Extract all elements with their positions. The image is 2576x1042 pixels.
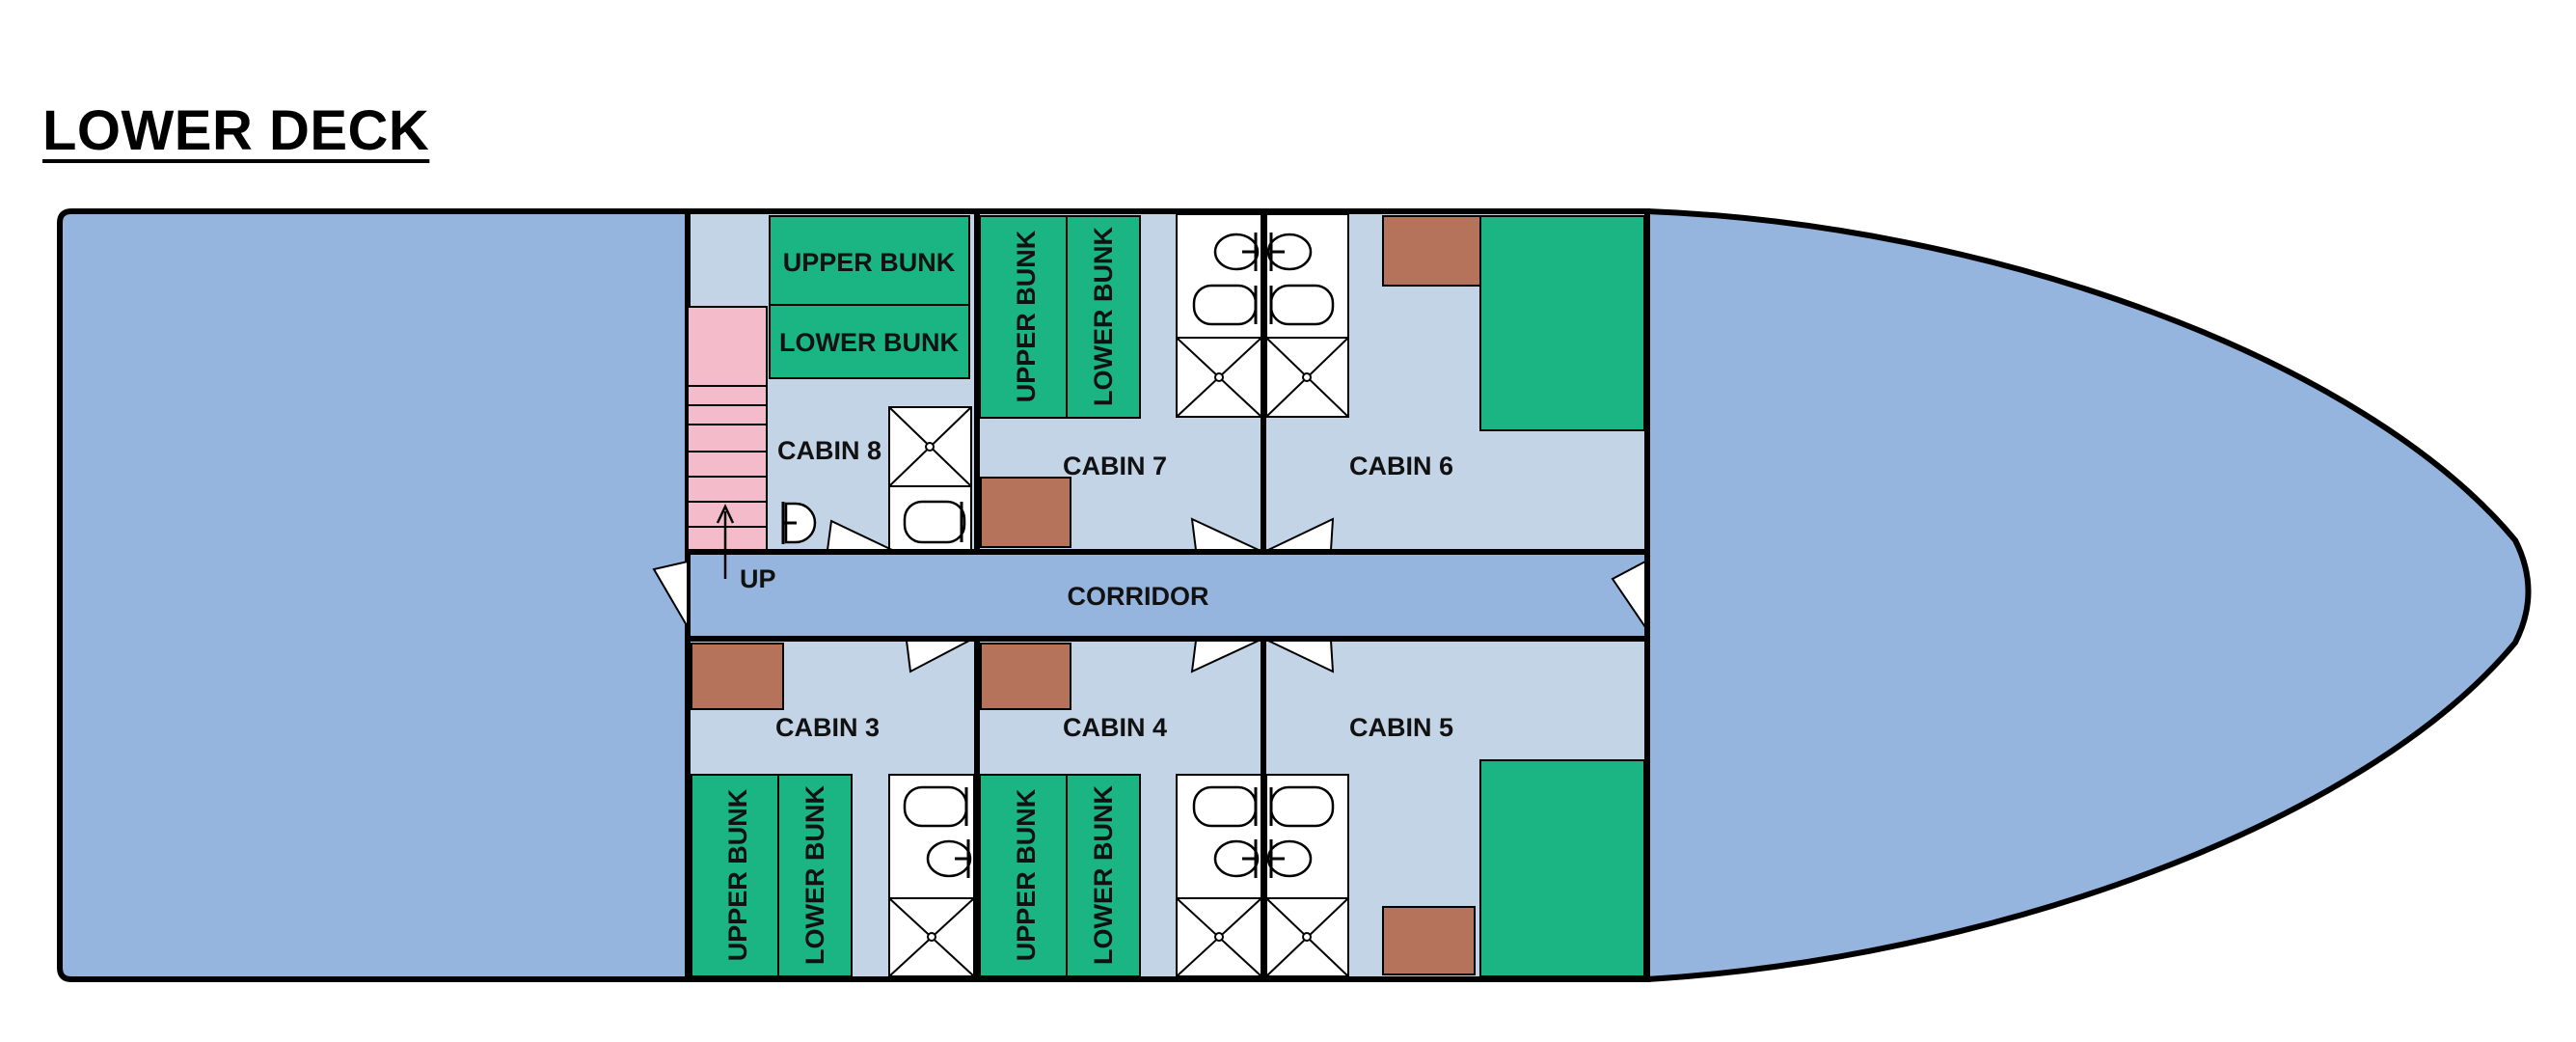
- corridor-forward-door[interactable]: [1611, 560, 1646, 631]
- cabin-3-bunks: UPPER BUNK LOWER BUNK: [691, 774, 853, 977]
- cabin-7-label: CABIN 7: [1063, 452, 1167, 480]
- cabin-8-label: CABIN 8: [777, 436, 881, 465]
- cabin-5-door[interactable]: [1267, 640, 1335, 673]
- cabin-3-desk: [691, 643, 784, 710]
- cabin-8-lower-bunk-label: LOWER BUNK: [779, 328, 959, 357]
- cabin-5-label: CABIN 5: [1349, 713, 1453, 742]
- cabin-4-lower-bunk-label: LOWER BUNK: [1089, 785, 1118, 965]
- corridor-label: CORRIDOR: [1068, 582, 1209, 611]
- cabin-5-bathroom: [1265, 774, 1349, 977]
- up-arrow-icon: [716, 504, 735, 579]
- cabin-6-label: CABIN 6: [1349, 452, 1453, 480]
- cabin-4-bathroom: [1176, 774, 1262, 977]
- cabin-7-desk: [980, 477, 1071, 548]
- cabin-6-bed: [1479, 215, 1645, 431]
- cabin-7-lower-bunk-label: LOWER BUNK: [1089, 227, 1118, 406]
- cabin-3-lower-bunk-label: LOWER BUNK: [800, 785, 829, 965]
- cabin-6-desk: [1382, 215, 1481, 287]
- cabin-8-sink-icon: [781, 502, 817, 544]
- cabin-3-upper-bunk-label: UPPER BUNK: [723, 788, 752, 961]
- cabin-8-shower: [888, 406, 972, 487]
- cabin-4-door[interactable]: [1190, 640, 1260, 673]
- cabin-4-label: CABIN 4: [1063, 713, 1167, 742]
- cabin-5-bed: [1479, 759, 1645, 977]
- corridor-floor: [688, 552, 1645, 639]
- cabin-7-bathroom: [1176, 213, 1262, 418]
- cabin-4-bunks: UPPER BUNK LOWER BUNK: [979, 774, 1141, 977]
- corridor-aft-door[interactable]: [652, 560, 689, 631]
- stairs-label: UP: [740, 564, 776, 593]
- cabin-7-upper-bunk-label: UPPER BUNK: [1012, 230, 1041, 402]
- cabin-8-toilet-icon: [888, 485, 972, 551]
- cabin-4-upper-bunk-label: UPPER BUNK: [1012, 788, 1041, 961]
- cabin-6-bathroom: [1265, 213, 1349, 418]
- cabin-7-bunks: UPPER BUNK LOWER BUNK: [979, 215, 1141, 419]
- cabin-3-label: CABIN 3: [775, 713, 880, 742]
- cabin-8-bunks: UPPER BUNK LOWER BUNK: [769, 215, 970, 379]
- stairs[interactable]: [687, 306, 768, 551]
- cabin-8-door[interactable]: [826, 519, 893, 551]
- cabin-5-desk: [1382, 906, 1476, 975]
- deck-title: LOWER DECK: [42, 99, 430, 162]
- cabin-4-desk: [980, 643, 1071, 710]
- cabin-8-upper-bunk-label: UPPER BUNK: [783, 248, 956, 277]
- cabin-3-bathroom: [888, 774, 975, 977]
- cabin-3-door[interactable]: [905, 640, 970, 673]
- cabin-6-door[interactable]: [1267, 517, 1335, 551]
- cabin-7-door[interactable]: [1190, 517, 1260, 551]
